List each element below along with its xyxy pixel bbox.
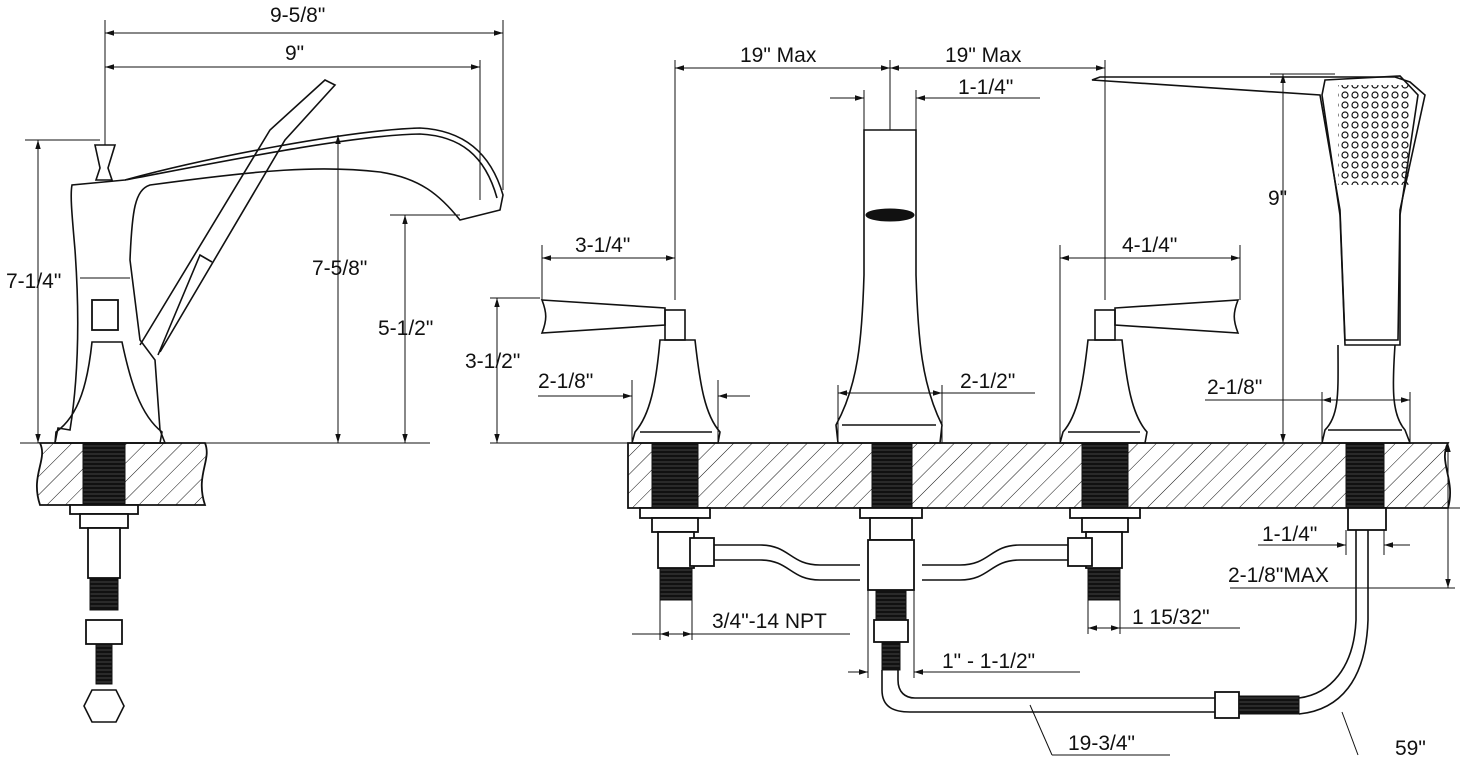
hand-shower-height-label: 9"	[1268, 187, 1287, 210]
right-handle-valve	[1058, 339, 1148, 444]
side-spout-clearance-label: 5-1/2"	[378, 317, 433, 340]
inlet-thread-label: 3/4"-14 NPT	[712, 610, 827, 633]
left-spacing-label: 19" Max	[740, 44, 817, 67]
spout-top-width-label: 1-1/4"	[958, 76, 1013, 99]
side-faucet-body	[54, 127, 504, 444]
spout-base-label: 2-1/2"	[960, 370, 1015, 393]
front-deck	[627, 442, 1451, 509]
center-spout	[835, 129, 943, 444]
hand-shower-base-label: 2-1/8"	[1207, 376, 1262, 399]
left-handle-lever	[540, 299, 666, 334]
handle-height-label: 3-1/2"	[465, 350, 520, 373]
right-handle-length-label: 4-1/4"	[1122, 234, 1177, 257]
right-spacing-label: 19" Max	[945, 44, 1022, 67]
left-handle-base-label: 2-1/8"	[538, 370, 593, 393]
deck-thickness-label: 2-1/8"MAX	[1228, 564, 1329, 587]
side-handle-height-label: 7-1/4"	[6, 270, 61, 293]
side-spout-reach-label: 9"	[285, 42, 304, 65]
right-handle-lever	[1114, 299, 1240, 334]
side-shank	[82, 442, 126, 506]
side-overall-width-label: 9-5/8"	[270, 4, 325, 27]
hose-length-label: 19-3/4"	[1068, 732, 1135, 755]
side-spout-height-label: 7-5/8"	[312, 257, 367, 280]
outlet-range-label: 1" - 1-1/2"	[942, 650, 1035, 673]
left-handle-length-label: 3-1/4"	[575, 234, 630, 257]
shank-diameter-label: 1-1/4"	[1262, 523, 1317, 546]
valve-width-label: 1 15/32"	[1132, 606, 1210, 629]
shower-hose-length-label: 59"	[1395, 737, 1426, 760]
front-view: 19" Max 19" Max 1-1/4" 3-1/4" 3-1/2" 2-1…	[465, 44, 1460, 760]
left-handle-valve	[630, 339, 721, 444]
side-view: 9-5/8" 9" 7-1/4" 7-5/8" 5-1/2"	[6, 4, 504, 723]
